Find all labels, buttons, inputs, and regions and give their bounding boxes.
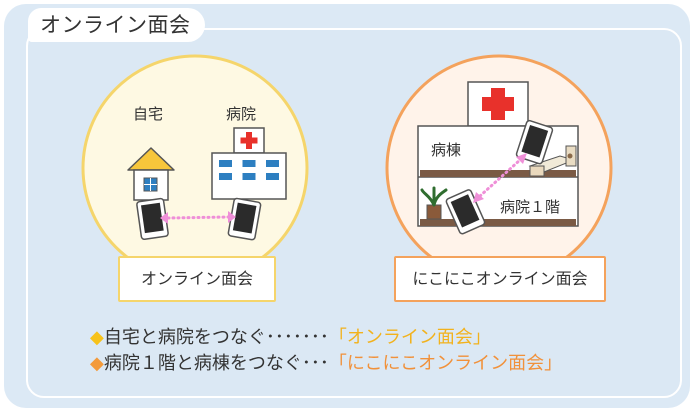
hospital-cutaway bbox=[417, 125, 579, 227]
legend-highlight: 「オンライン面会」 bbox=[328, 327, 491, 348]
hospital-tablet-icon bbox=[227, 197, 262, 241]
diamond-icon: ◆ bbox=[90, 327, 104, 348]
connection-line-right bbox=[473, 153, 527, 203]
ward-tablet-icon bbox=[515, 119, 554, 165]
hospital-label: 病院 bbox=[226, 105, 257, 123]
legend-highlight: 「にこにこオンライン面会」 bbox=[328, 353, 563, 374]
floor1-label: 病院１階 bbox=[500, 198, 561, 216]
diamond-icon: ◆ bbox=[90, 353, 104, 374]
niconico-online-visit-caption: にこにこオンライン面会 bbox=[394, 256, 606, 302]
connection-line-left bbox=[160, 211, 236, 224]
hospital-building-icon bbox=[211, 127, 287, 200]
plant-icon bbox=[420, 186, 448, 220]
home-tablet-icon bbox=[136, 197, 169, 240]
house-icon bbox=[127, 147, 175, 201]
online-visit-caption: オンライン面会 bbox=[118, 256, 276, 302]
ward-label: 病棟 bbox=[431, 141, 462, 159]
legend-text: 自宅と病院をつなぐ･･･････ bbox=[103, 327, 329, 348]
legend-text: 病院１階と病棟をつなぐ･･･ bbox=[103, 353, 329, 374]
home-label: 自宅 bbox=[133, 105, 164, 123]
page-title: オンライン面会 bbox=[28, 8, 205, 42]
hospital-cross-icon bbox=[467, 81, 529, 127]
bed-icon bbox=[528, 145, 577, 177]
legend-item-online-visit: ◆自宅と病院をつなぐ･･･････「オンライン面会」 bbox=[90, 323, 491, 349]
legend-item-niconico-visit: ◆病院１階と病棟をつなぐ･･･「にこにこオンライン面会」 bbox=[90, 349, 562, 375]
